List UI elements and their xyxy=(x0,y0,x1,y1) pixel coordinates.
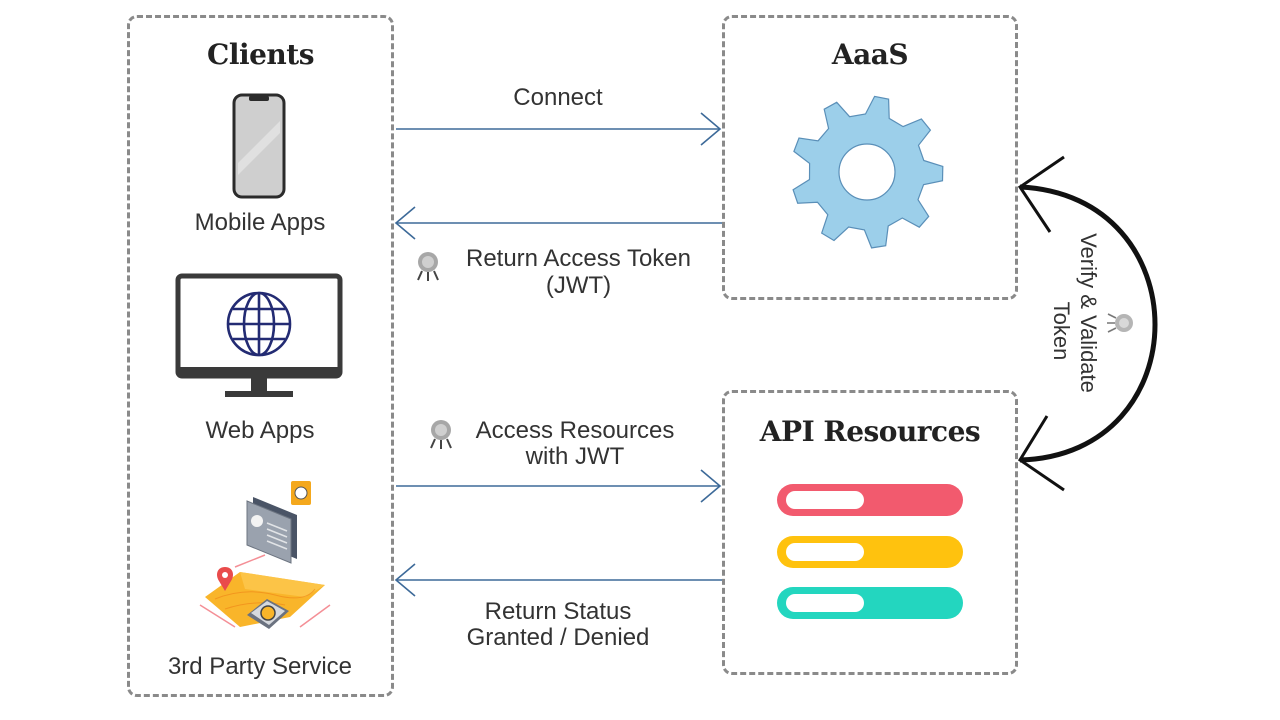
mobile-apps-label: Mobile Apps xyxy=(194,209,326,236)
aaas-box: AaaS xyxy=(722,15,1018,300)
clients-box: Clients xyxy=(127,15,394,697)
token-badge-icon xyxy=(430,420,452,449)
connect-label: Connect xyxy=(513,84,603,111)
resource-bar-teal xyxy=(777,587,963,619)
token-badge-icon xyxy=(1107,313,1133,333)
return-token-arrow xyxy=(394,206,722,240)
api-resources-title: API Resources xyxy=(759,415,981,448)
clients-title: Clients xyxy=(207,38,314,71)
return-token-label-line1: Return Access Token xyxy=(465,245,691,272)
connect-arrow xyxy=(396,112,722,146)
aaas-title: AaaS xyxy=(831,38,909,71)
return-status-arrow xyxy=(394,563,722,597)
map-service-icon xyxy=(199,481,331,629)
access-resources-arrow xyxy=(396,469,722,503)
resource-bar-red xyxy=(777,484,963,516)
access-resources-label-line1: Access Resources xyxy=(475,417,675,444)
token-badge-icon xyxy=(417,252,439,281)
gear-icon xyxy=(792,95,944,249)
verify-label-line2: Token xyxy=(1049,301,1074,361)
access-resources-label-line2: with JWT xyxy=(525,443,625,470)
web-apps-label: Web Apps xyxy=(205,417,315,444)
return-token-label-line2: (JWT) xyxy=(545,272,612,299)
smartphone-icon xyxy=(232,93,286,199)
resource-bars-icon xyxy=(777,484,963,619)
monitor-globe-icon xyxy=(175,273,343,397)
api-resources-box: API Resources xyxy=(722,390,1018,675)
return-status-label-line2: Granted / Denied xyxy=(466,624,650,651)
verify-validate-arrow xyxy=(1017,155,1158,492)
verify-label-line1: Verify & Validate xyxy=(1076,233,1101,393)
resource-bar-yellow xyxy=(777,536,963,568)
third-party-service-label: 3rd Party Service xyxy=(167,653,353,680)
return-status-label-line1: Return Status xyxy=(484,598,632,625)
